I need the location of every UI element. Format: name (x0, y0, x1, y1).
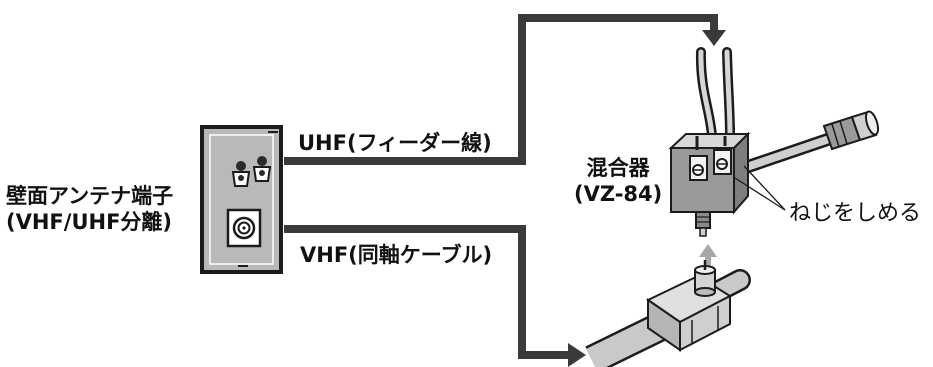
vhf-coaxial-socket (226, 208, 262, 248)
l-type-plug (646, 260, 733, 352)
screw-leader-lines (734, 165, 786, 211)
vhf-route-arrow (284, 225, 570, 359)
wall-outlet-name: 壁面アンテナ端子 (6, 184, 174, 208)
wall-outlet-label: 壁面アンテナ端子 (VHF/UHF分離) (6, 183, 173, 235)
uhf-feeder-wire (695, 47, 735, 141)
vhf-cable-label: VHF(同軸ケーブル) (300, 243, 493, 267)
mixer-name: 混合器 (586, 156, 650, 180)
screw-instruction-label: ねじをしめる (789, 201, 922, 226)
insert-direction-arrow (699, 244, 717, 267)
l-plug-pin (694, 260, 716, 297)
mixer-vz84 (668, 131, 751, 237)
output-f-connector (822, 110, 880, 151)
uhf-route-arrowhead (702, 30, 726, 46)
mixer-input-connector (695, 211, 711, 237)
wall-antenna-outlet (200, 125, 283, 274)
mixer-label: 混合器 (VZ-84) (574, 155, 662, 207)
uhf-cable-label: UHF(フィーダー線) (298, 131, 492, 155)
output-coaxial-cable (732, 110, 880, 178)
uhf-terminal-screw (231, 161, 251, 187)
wall-outlet-type: (VHF/UHF分離) (6, 210, 173, 234)
uhf-terminal-screw (252, 156, 272, 182)
mixer-terminal-screw (713, 149, 732, 175)
mixer-terminal-screw (689, 155, 708, 181)
uhf-route-arrow (284, 14, 718, 165)
mixer-model: (VZ-84) (574, 182, 663, 206)
vhf-route-arrowhead (568, 343, 586, 367)
